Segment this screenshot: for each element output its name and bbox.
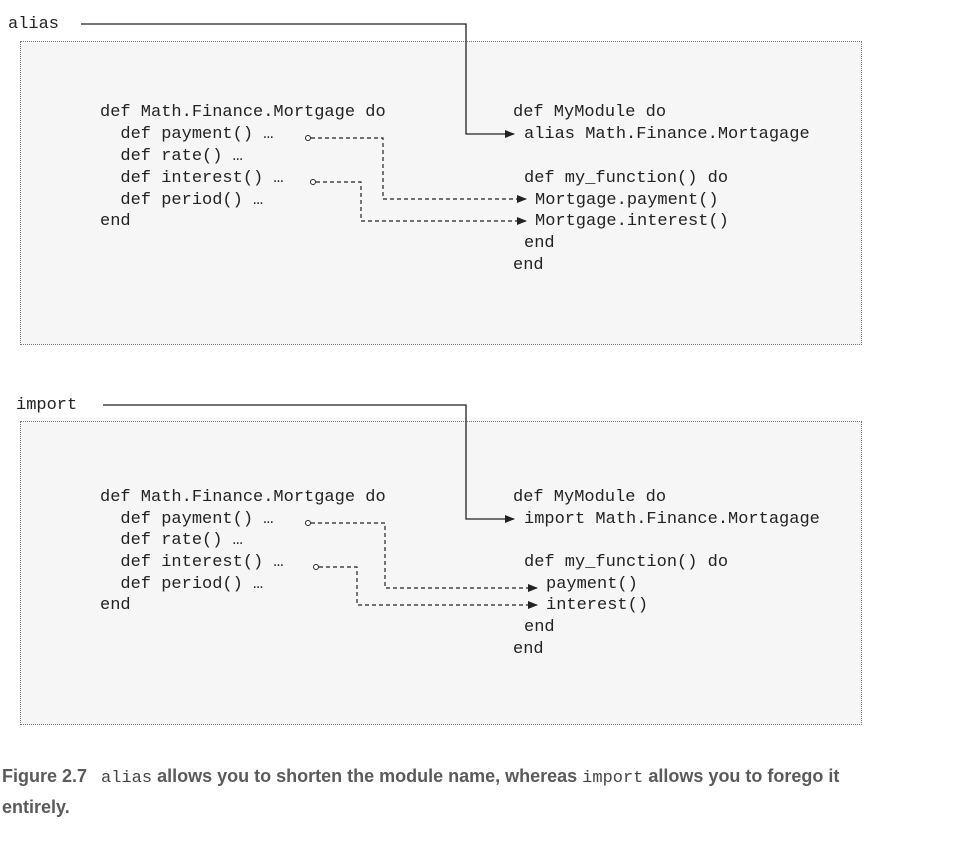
import-right-code-line: def my_function() do xyxy=(524,553,729,572)
alias-payment-anchor xyxy=(305,135,311,141)
alias-right-code-line: def MyModule do xyxy=(513,103,667,122)
import-right-code-line: payment() xyxy=(546,575,638,594)
caption-text-part1: allows you to shorten the module name, w… xyxy=(157,766,578,786)
alias-left-code-line: def interest() … xyxy=(100,169,284,188)
import-right-code-line: import Math.Finance.Mortagage xyxy=(524,510,820,529)
alias-right-code-line: Mortgage.payment() xyxy=(535,191,719,210)
alias-right-code-line: def my_function() do xyxy=(524,169,729,188)
import-right-code-line: end xyxy=(513,640,544,659)
alias-right-code-line: end xyxy=(513,256,544,275)
import-right-code-line: def MyModule do xyxy=(513,488,667,507)
alias-section-label: alias xyxy=(8,15,60,34)
import-interest-anchor xyxy=(313,564,319,570)
import-solid-connector xyxy=(103,404,515,523)
alias-solid-connector xyxy=(81,23,515,138)
import-interest-dashed-connector xyxy=(319,566,538,609)
caption-text-part2: allows you to forego it entirely. xyxy=(2,766,840,817)
alias-left-code-line: end xyxy=(100,212,131,231)
import-left-code-line: def interest() … xyxy=(100,553,284,572)
alias-interest-dashed-connector xyxy=(316,181,527,225)
import-left-code-line: end xyxy=(100,596,131,615)
alias-right-code-line: Mortgage.interest() xyxy=(535,212,729,231)
import-left-code-line: def Math.Finance.Mortgage do xyxy=(100,488,386,507)
alias-right-code-line: alias Math.Finance.Mortagage xyxy=(524,125,810,144)
import-payment-anchor xyxy=(305,520,311,526)
import-right-code-line: interest() xyxy=(546,596,649,615)
import-left-code-line: def period() … xyxy=(100,575,264,594)
figure-caption: Figure 2.7 alias allows you to shorten th… xyxy=(2,762,902,821)
alias-panel xyxy=(20,41,862,345)
import-payment-dashed-connector xyxy=(311,522,538,592)
alias-left-code-line: def Math.Finance.Mortgage do xyxy=(100,103,386,122)
alias-interest-anchor xyxy=(310,179,316,185)
caption-code-alias: alias xyxy=(101,769,153,788)
import-right-code-line: end xyxy=(524,618,555,637)
figure-label: Figure 2.7 xyxy=(2,766,88,786)
import-left-code-line: def rate() … xyxy=(100,531,243,550)
alias-payment-dashed-connector xyxy=(311,137,527,203)
import-panel xyxy=(20,421,862,725)
caption-code-import: import xyxy=(582,769,644,788)
alias-left-code-line: def period() … xyxy=(100,191,264,210)
alias-left-code-line: def payment() … xyxy=(100,125,274,144)
import-section-label: import xyxy=(16,396,78,415)
alias-left-code-line: def rate() … xyxy=(100,147,243,166)
import-left-code-line: def payment() … xyxy=(100,510,274,529)
alias-right-code-line: end xyxy=(524,234,555,253)
